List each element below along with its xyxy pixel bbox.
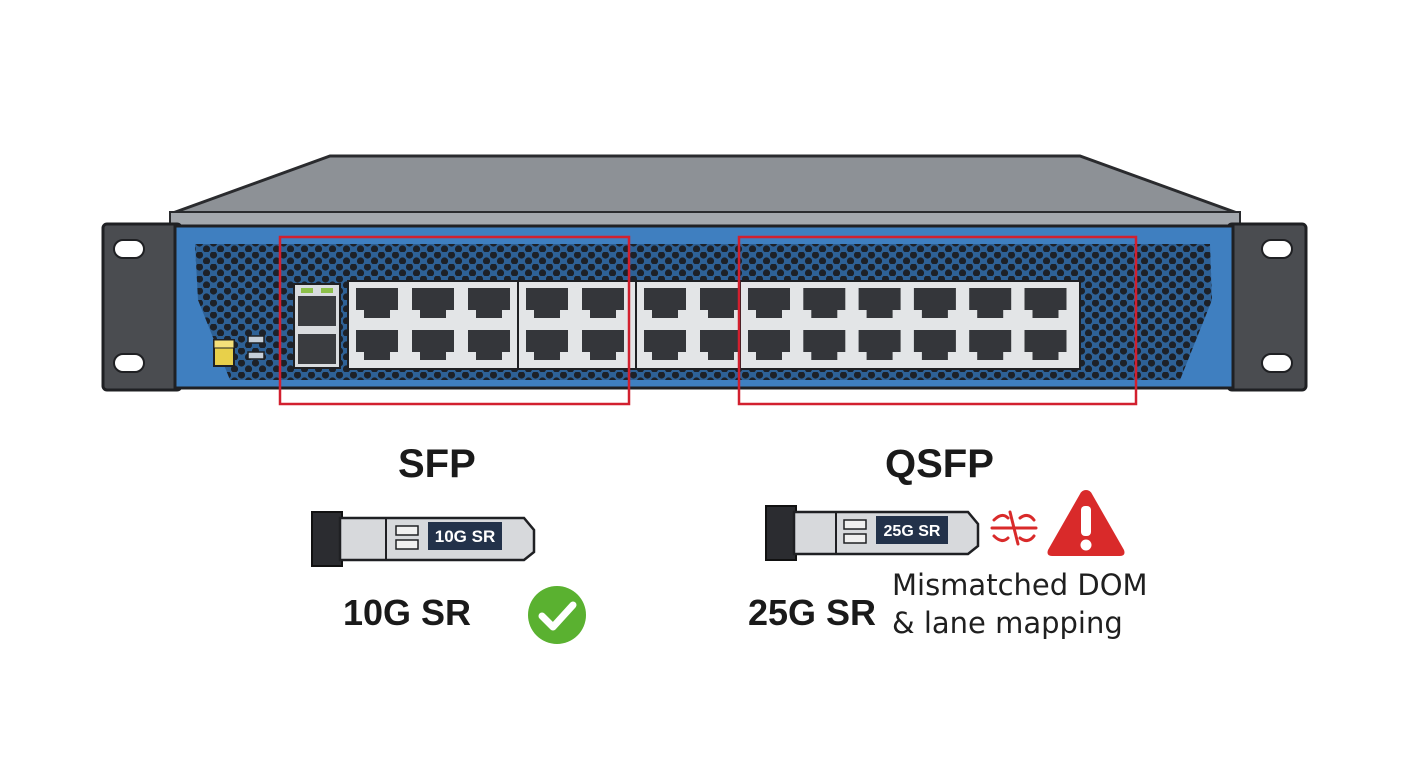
mount-hole-icon [113,239,145,259]
sfp-title: SFP [398,442,476,486]
port-icon[interactable] [526,330,568,360]
port-icon[interactable] [913,288,956,318]
port-icon[interactable] [1024,288,1067,318]
mismatch-warning-text: Mismatched DOM & lane mapping [892,566,1148,642]
port-icon[interactable] [468,288,510,318]
port-icon[interactable] [356,288,398,318]
port-icon[interactable] [526,288,568,318]
port-icon[interactable] [582,330,624,360]
management-ports [293,283,341,369]
status-led-icon [213,339,235,349]
port-icon[interactable] [969,330,1012,360]
port-icon[interactable] [700,288,742,318]
switch-top-lip [169,211,1241,227]
status-led-icon [247,351,265,360]
port-icon[interactable] [644,288,686,318]
port-array [347,280,1081,370]
network-switch [101,154,1308,406]
port-group [739,280,1081,370]
port-icon[interactable] [700,330,742,360]
port-icon[interactable] [748,288,790,318]
port-icon[interactable] [356,330,398,360]
port-icon[interactable] [913,330,956,360]
qsfp-module-label: 25G SR [884,523,941,540]
mount-hole-icon [1261,239,1293,259]
port-icon[interactable] [468,330,510,360]
sfp-module-label: 10G SR [435,527,495,546]
port-icon[interactable] [748,330,790,360]
qsfp-transceiver-module: 25G SR [765,505,980,561]
port-icon[interactable] [803,330,846,360]
port-icon[interactable] [1024,330,1067,360]
mount-hole-icon [1261,353,1293,373]
signal-mismatch-icon [990,510,1038,546]
sfp-transceiver-module: 10G SR [311,511,536,567]
warning-line-2: & lane mapping [892,606,1123,640]
status-led-icon [247,335,265,344]
sfp-speed-label: 10G SR [343,592,472,633]
port-icon[interactable] [412,288,454,318]
warning-line-1: Mismatched DOM [892,568,1148,602]
qsfp-highlight-box [737,235,1138,406]
qsfp-title: QSFP [885,442,994,486]
check-icon [528,586,586,644]
port-icon[interactable] [969,288,1012,318]
mount-hole-icon [113,353,145,373]
port-icon[interactable] [858,288,901,318]
switch-top-cover [169,154,1241,216]
sfp-highlight-box [278,235,631,406]
port-icon[interactable] [644,330,686,360]
module-label-tag [428,522,502,550]
port-icon[interactable] [412,330,454,360]
warning-icon [1047,490,1125,556]
module-bail-latch [765,505,797,561]
port-icon[interactable] [582,288,624,318]
port-icon[interactable] [858,330,901,360]
qsfp-speed-label: 25G SR [748,592,877,633]
port-icon[interactable] [803,288,846,318]
module-bail-latch [311,511,343,567]
module-label-tag [876,516,948,544]
